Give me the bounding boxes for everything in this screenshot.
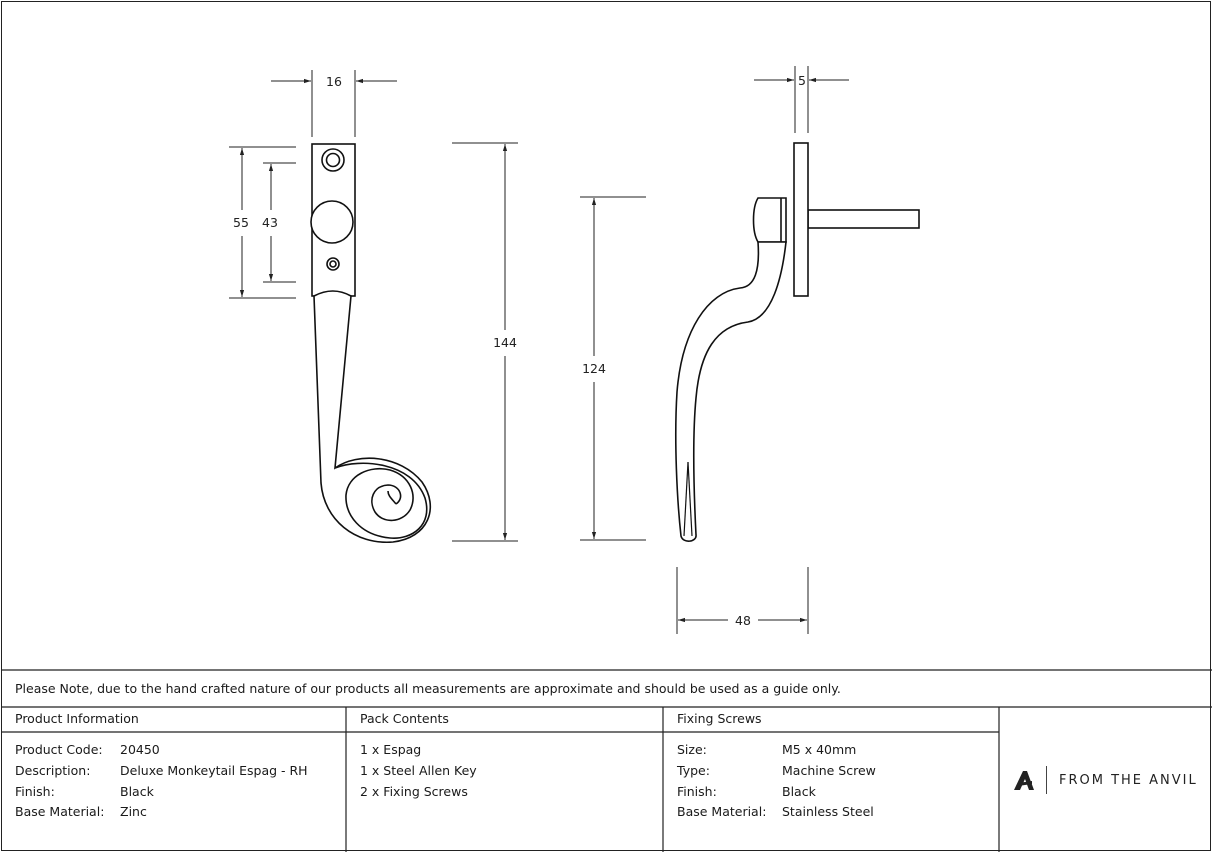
front-top-screw-hole xyxy=(321,148,345,172)
dim-front-width xyxy=(271,70,397,137)
logo-divider xyxy=(1046,766,1047,794)
finish-label: Finish: xyxy=(15,784,55,799)
dim-front-width-label: 16 xyxy=(326,74,342,89)
brand-logo: FROM THE ANVIL xyxy=(1012,764,1198,796)
finish-value: Black xyxy=(120,784,154,799)
dim-handle xyxy=(580,196,646,541)
dim-front-backplate xyxy=(229,146,296,299)
side-view xyxy=(674,142,920,542)
screw-type-value: Machine Screw xyxy=(782,763,876,778)
dim-overall-label: 144 xyxy=(493,335,517,350)
dim-front-holes xyxy=(263,162,296,283)
anvil-a-logo-icon xyxy=(1014,771,1034,790)
front-scroll-tip xyxy=(387,490,397,505)
front-top-screw-inner xyxy=(325,152,341,168)
screw-size-value: M5 x 40mm xyxy=(782,742,857,757)
dim-side-projection-label: 48 xyxy=(735,613,751,628)
measurement-note: Please Note, due to the hand crafted nat… xyxy=(15,681,841,696)
front-scroll xyxy=(334,462,428,539)
base-material-label: Base Material: xyxy=(15,804,105,819)
screw-type-label: Type: xyxy=(677,763,710,778)
description-label: Description: xyxy=(15,763,91,778)
dim-front-holes-label: 43 xyxy=(262,215,278,230)
product-info-header: Product Information xyxy=(15,711,139,726)
pack-item: 2 x Fixing Screws xyxy=(360,784,468,799)
front-view xyxy=(310,143,432,543)
front-lower-screw-inner xyxy=(329,260,337,268)
screw-size-label: Size: xyxy=(677,742,707,757)
product-code-label: Product Code: xyxy=(15,742,103,757)
side-lever xyxy=(674,241,787,542)
base-material-value: Zinc xyxy=(120,804,147,819)
front-lower-screw xyxy=(326,257,340,271)
dim-side-projection xyxy=(676,567,809,634)
pack-contents-header: Pack Contents xyxy=(360,711,449,726)
pack-item: 1 x Espag xyxy=(360,742,422,757)
side-plate xyxy=(793,142,809,297)
side-spindle xyxy=(807,209,920,229)
front-boss xyxy=(310,200,354,244)
screw-finish-label: Finish: xyxy=(677,784,717,799)
brand-name: FROM THE ANVIL xyxy=(1059,772,1198,788)
product-code-value: 20450 xyxy=(120,742,160,757)
pack-item: 1 x Steel Allen Key xyxy=(360,763,477,778)
dim-overall xyxy=(452,142,518,542)
dim-handle-label: 124 xyxy=(582,361,606,376)
screw-material-label: Base Material: xyxy=(677,804,767,819)
screw-finish-value: Black xyxy=(782,784,816,799)
dim-front-backplate-label: 55 xyxy=(233,215,249,230)
description-value: Deluxe Monkeytail Espag - RH xyxy=(120,763,308,778)
dim-side-plate xyxy=(754,66,849,133)
info-table-lines xyxy=(1,669,1212,852)
screw-material-value: Stainless Steel xyxy=(782,804,874,819)
front-lever xyxy=(313,290,432,543)
dim-side-plate-label: 5 xyxy=(798,73,806,88)
fixing-screws-header: Fixing Screws xyxy=(677,711,762,726)
